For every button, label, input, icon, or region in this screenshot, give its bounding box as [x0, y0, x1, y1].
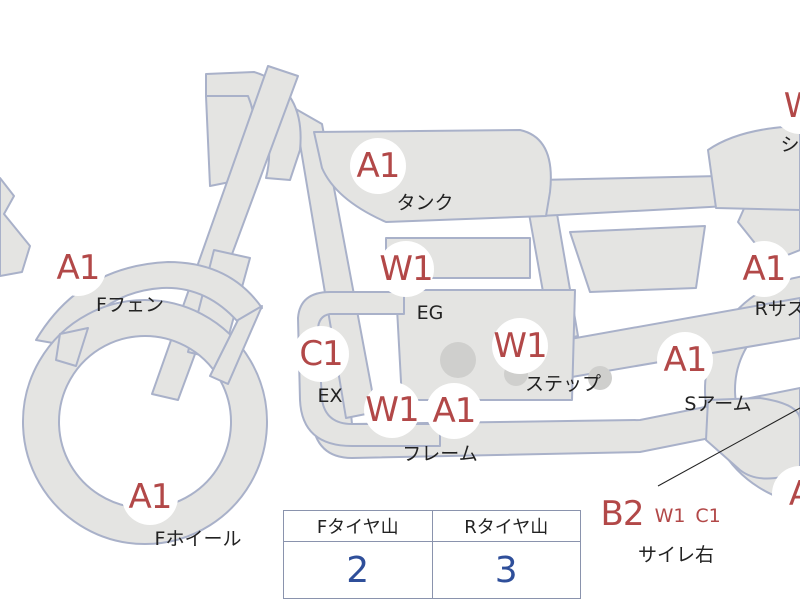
step-peg — [588, 366, 612, 390]
exhaust-pipe — [297, 291, 441, 447]
part-label-f-wheel: Fホイール — [154, 528, 242, 550]
front-tire-value: 2 — [283, 541, 433, 599]
part-label-eg: EG — [416, 302, 444, 324]
part-label-silencer-right: サイレ右 — [637, 544, 715, 566]
rating-badge-s-arm: A1 — [657, 332, 713, 388]
tire-tread-table: Fタイヤ山 Rタイヤ山 2 3 — [283, 510, 581, 599]
part-label-frame: フレーム — [402, 443, 478, 465]
part-label-ex: EX — [317, 385, 343, 407]
front-tire-header: Fタイヤ山 — [283, 510, 433, 542]
side-cover — [569, 225, 706, 293]
rating-badge-f-wheel: A1 — [122, 469, 178, 525]
engine — [395, 289, 576, 401]
part-label-tank: タンク — [396, 192, 454, 214]
rating-badge-eg: W1 — [378, 241, 434, 297]
rating-badge-step: W1 — [492, 318, 548, 374]
left-edge-shape — [0, 177, 31, 277]
rating-badge-frame-2: A1 — [426, 383, 482, 439]
rating-badge-f-fender: A1 — [50, 240, 106, 296]
engine-crank-cover — [440, 342, 476, 378]
rating-badge-r-sus: A1 — [736, 241, 792, 297]
rating-badge-frame: W1 — [364, 382, 420, 438]
part-label-r-sus: Rサス — [754, 298, 800, 320]
seat-cowl — [707, 125, 800, 211]
leader-line — [657, 407, 800, 487]
seat — [537, 175, 729, 217]
part-label-f-fender: Fフェン — [96, 294, 164, 316]
rating-badge-silencer-right: B2 — [594, 486, 650, 542]
rating-badge-silencer-right-w: W1 — [653, 499, 687, 533]
rating-badge-ex: C1 — [293, 326, 349, 382]
fender-clip — [55, 327, 89, 367]
part-label-step: ステップ — [524, 373, 602, 395]
rear-tire-header: Rタイヤ山 — [431, 510, 581, 542]
rear-tire-value: 3 — [431, 541, 581, 599]
part-label-s-arm: Sアーム — [684, 393, 752, 415]
rating-badge-tank: A1 — [350, 138, 406, 194]
rating-badge-silencer-right-c: C1 — [691, 499, 725, 533]
fork-brace — [209, 305, 263, 385]
part-label-seat: シ — [780, 134, 800, 156]
